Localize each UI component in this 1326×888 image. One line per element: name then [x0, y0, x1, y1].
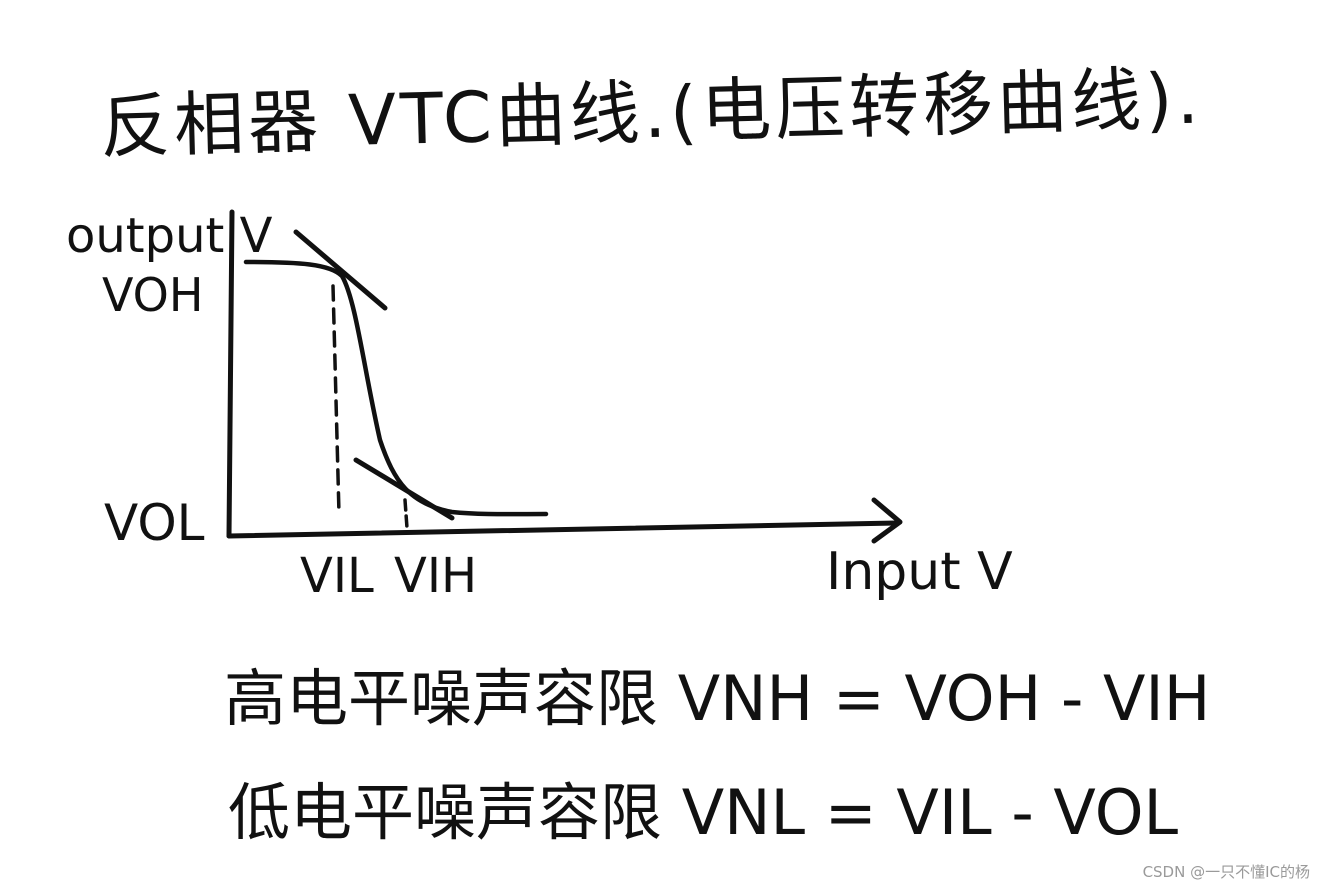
vil-label: VIL: [300, 548, 374, 604]
high-noise-margin-formula: 高电平噪声容限 VNH = VOH - VIH: [224, 662, 1211, 735]
voh-label: VOH: [102, 268, 204, 322]
x-axis-label: Input V: [826, 542, 1013, 602]
vih-label: VIH: [394, 548, 478, 604]
y-axis-label: output V: [66, 208, 273, 264]
low-noise-margin-formula: 低电平噪声容限 VNL = VIL - VOL: [228, 776, 1179, 849]
y-axis: [226, 209, 235, 539]
dashed-guide-vih: [403, 498, 409, 530]
x-axis-arrowhead: [871, 497, 903, 544]
dashed-guide-vil: [331, 284, 341, 516]
tangent-line-vil: [293, 229, 388, 311]
vol-label: VOL: [104, 494, 205, 552]
x-axis: [226, 520, 901, 539]
vtc-curve: [243, 259, 549, 517]
watermark: CSDN @一只不懂IC的杨: [1142, 863, 1310, 881]
tangent-line-vih: [353, 457, 455, 521]
